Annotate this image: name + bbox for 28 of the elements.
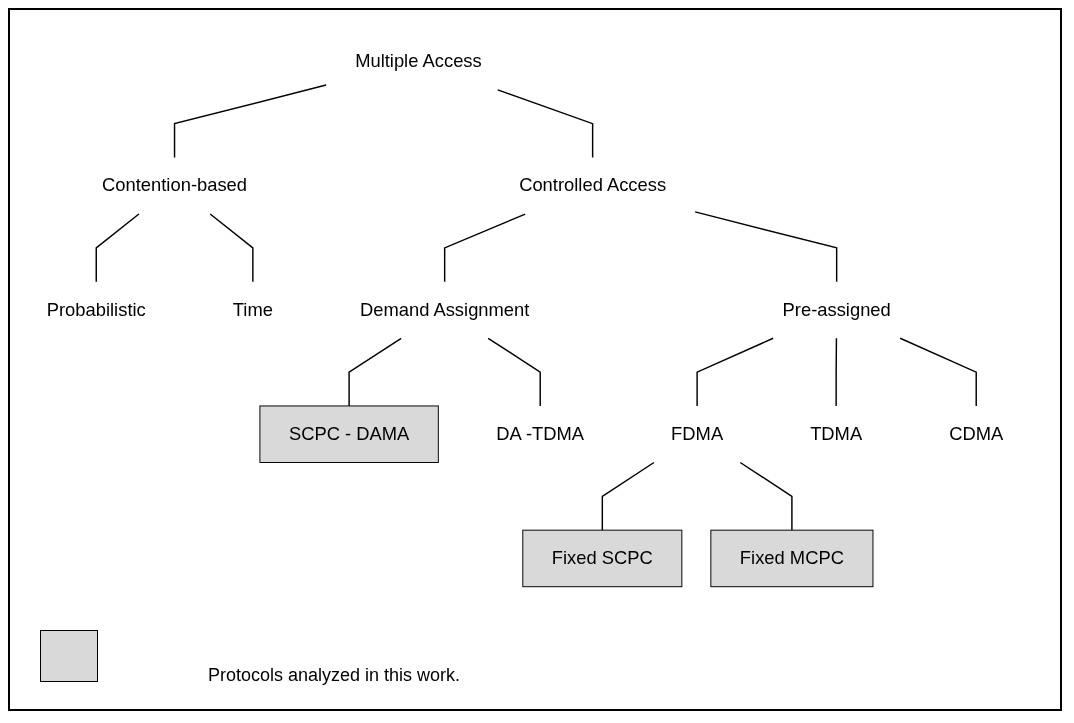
connector	[497, 89, 594, 159]
connector	[348, 337, 402, 407]
connector	[487, 337, 541, 407]
connector	[835, 337, 838, 407]
connector	[694, 211, 838, 283]
connector	[899, 337, 977, 407]
node-text: TDMA	[810, 423, 863, 444]
node-text: FDMA	[671, 423, 724, 444]
connector	[443, 213, 526, 283]
connector	[739, 461, 793, 531]
node-text: Time	[232, 299, 273, 320]
node-text: Pre-assigned	[782, 299, 891, 320]
node-box: Fixed MCPC	[710, 529, 874, 588]
node-text: Multiple Access	[355, 50, 482, 71]
node-box: Fixed SCPC	[522, 529, 683, 588]
node-text: CDMA	[949, 423, 1004, 444]
connector	[209, 213, 254, 283]
connector	[95, 213, 140, 283]
node-box: SCPC - DAMA	[259, 405, 439, 463]
legend-text: Protocols analyzed in this work.	[208, 665, 461, 686]
node-text: Demand Assignment	[359, 299, 530, 320]
node-text: Probabilistic	[46, 299, 146, 320]
node-text: DA -TDMA	[496, 423, 585, 444]
connector	[696, 337, 774, 407]
connector	[601, 461, 655, 531]
connector	[173, 84, 327, 159]
node-text: Contention-based	[102, 174, 248, 196]
node-text: Controlled Access	[519, 174, 667, 196]
